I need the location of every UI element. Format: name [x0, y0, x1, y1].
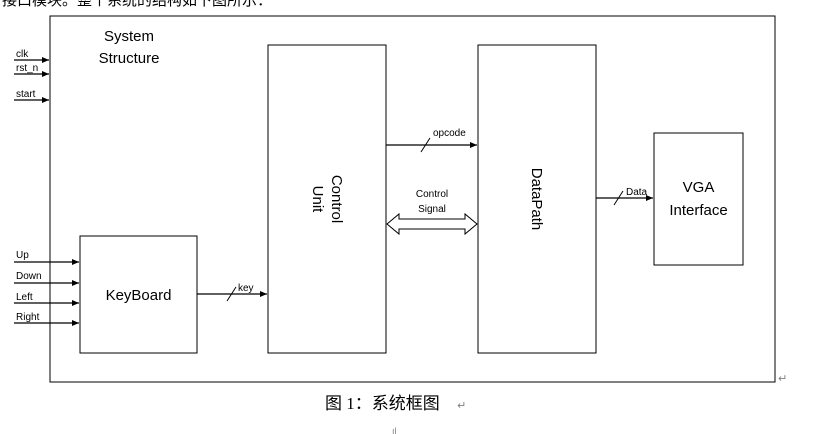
control-signal-label-line2: Signal	[418, 204, 446, 215]
opcode-label: opcode	[433, 128, 466, 139]
vga-interface-block	[653, 132, 744, 266]
text-cursor-mark: ıl	[392, 426, 397, 434]
keyboard-label: KeyBoard	[106, 287, 172, 304]
paragraph-mark-right: ↵	[778, 373, 787, 385]
key-label: key	[238, 283, 254, 294]
right-label: Right	[16, 312, 40, 323]
data-bus-width-tick	[613, 190, 624, 206]
vga-label-line1: VGA	[683, 179, 715, 196]
key-bus-width-tick	[226, 286, 237, 302]
keyboard-block	[79, 235, 198, 354]
control-unit-label-line2: Unit	[309, 186, 326, 214]
system-title-line2: Structure	[99, 50, 160, 67]
datapath-label: DataPath	[528, 168, 545, 231]
down-label: Down	[16, 271, 42, 282]
control-unit-block	[267, 44, 387, 354]
system-title-line1: System	[104, 28, 154, 45]
paragraph-mark-caption: ↵	[457, 400, 466, 412]
datapath-block	[477, 44, 597, 354]
control-unit-label-line1: Control	[328, 175, 345, 223]
start-label: start	[16, 89, 36, 100]
data-label: Data	[626, 187, 648, 198]
top-text-fragment: 接口模块。整个系统的结构如下图所示：	[2, 0, 272, 9]
rst-n-label: rst_n	[16, 63, 38, 74]
vga-label-line2: Interface	[669, 202, 727, 219]
control-signal-double-arrow	[386, 212, 478, 236]
figure-caption: 图 1：系统框图	[325, 394, 440, 413]
clk-label: clk	[16, 49, 29, 60]
control-signal-label-line1: Control	[416, 189, 448, 200]
left-label: Left	[16, 292, 33, 303]
opcode-bus-width-tick	[420, 137, 431, 153]
up-label: Up	[16, 250, 29, 261]
